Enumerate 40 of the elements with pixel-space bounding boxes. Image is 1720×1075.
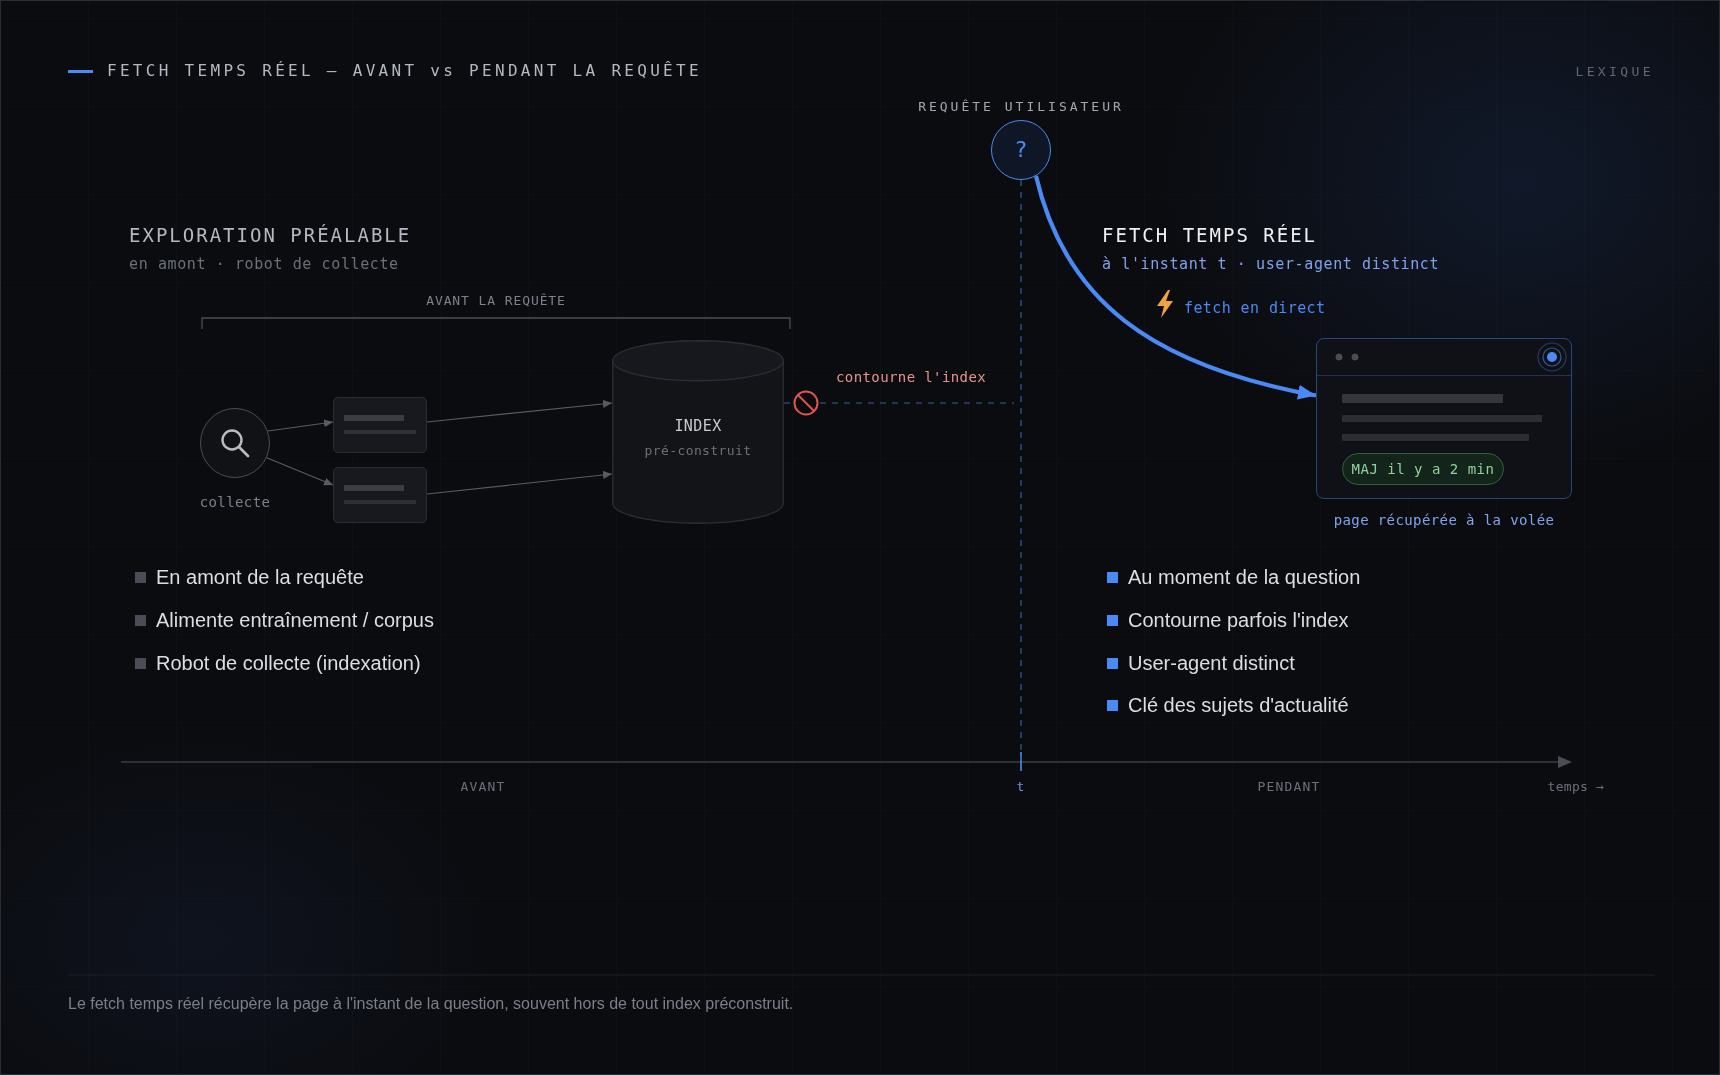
query-circle	[991, 120, 1051, 180]
node-subtitle: pré-construit	[644, 443, 752, 459]
edge-label: fetch en direct	[1184, 298, 1326, 318]
caption-text: Le fetch temps réel récupère la page à l'instant de la question, souvent hors de tout index préconstruit.	[68, 994, 794, 1014]
nav-label: LEXIQUE	[1575, 64, 1654, 80]
node-caption: page récupérée à la volée	[1333, 511, 1555, 529]
blocked-connector	[783, 390, 1015, 416]
bullet-text: Contourne parfois l'index	[1128, 607, 1349, 633]
question-mark: ?	[1014, 137, 1028, 163]
status-badge	[1342, 453, 1504, 485]
arrow	[267, 419, 334, 432]
bullet-text: Au moment de la question	[1128, 564, 1361, 590]
bullet-text: En amont de la requête	[156, 564, 364, 590]
axis-label: t	[1016, 779, 1026, 795]
section-heading: EXPLORATION PRÉALABLE	[129, 223, 412, 247]
arrow	[426, 470, 613, 495]
node-title: INDEX	[674, 417, 722, 435]
document-card	[333, 397, 427, 453]
bullet-text: User-agent distinct	[1128, 650, 1295, 676]
section-subtitle: en amont · robot de collecte	[129, 254, 399, 274]
dashed-line	[1020, 179, 1022, 761]
arrow	[266, 457, 334, 486]
section-heading: FETCH TEMPS RÉEL	[1102, 223, 1318, 247]
bullet-text: Clé des sujets d'actualité	[1128, 692, 1349, 718]
bracket-label: AVANT LA REQUÊTE	[426, 293, 566, 309]
bullet-text: Robot de collecte (indexation)	[156, 650, 421, 676]
arrow	[426, 399, 613, 423]
document-card	[333, 467, 427, 523]
axis-label: temps →	[1547, 779, 1605, 795]
axis-label: AVANT	[460, 779, 506, 795]
arrow	[1033, 175, 1317, 400]
section-subtitle: à l'instant t · user-agent distinct	[1102, 254, 1440, 274]
node-caption: collecte	[199, 493, 271, 511]
node-caption: REQUÊTE UTILISATEUR	[918, 99, 1124, 115]
axis-label: PENDANT	[1257, 779, 1321, 795]
bullet-text: Alimente entraînement / corpus	[156, 607, 434, 633]
diagram-title: FETCH TEMPS RÉEL — AVANT vs PENDANT LA REQUÊTE	[107, 61, 702, 81]
timestamp-text: MAJ il y a 2 min	[1351, 460, 1495, 478]
browser-window	[1316, 338, 1572, 499]
edge-label: contourne l'index	[836, 368, 987, 386]
